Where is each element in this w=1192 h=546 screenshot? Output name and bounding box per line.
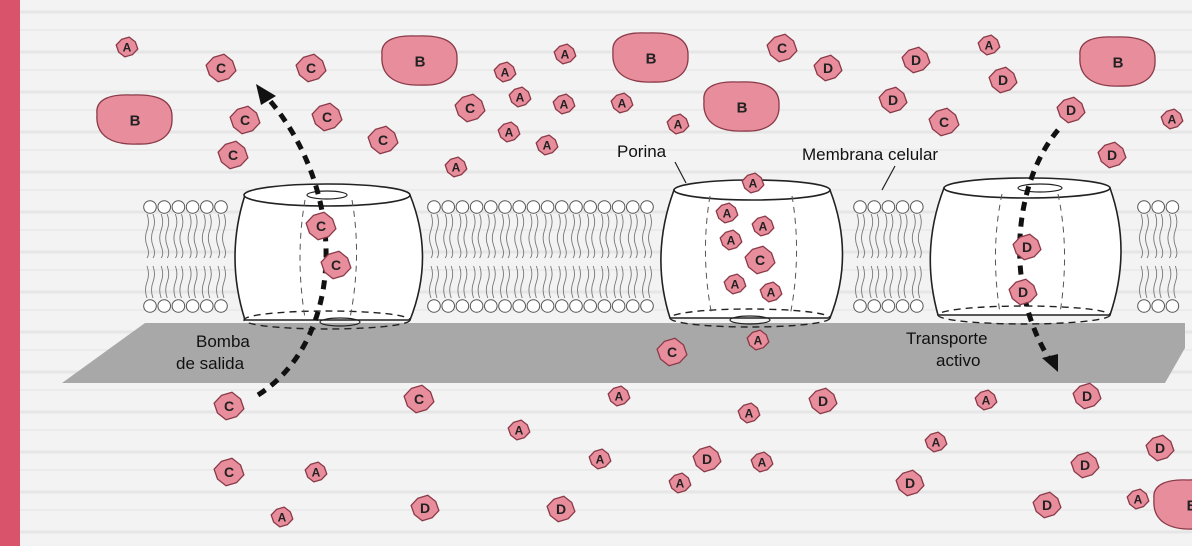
molecule-letter: A [123,40,132,54]
molecule-letter: C [331,257,341,273]
molecule-letter: B [1113,54,1124,71]
molecule-b: B [1080,37,1155,86]
molecule-letter: B [737,99,748,116]
molecule-letter: D [911,52,921,68]
molecule-letter: C [306,60,316,76]
molecule-letter: D [1155,440,1165,456]
molecule-letter: A [543,138,552,152]
molecule-letter: C [240,112,250,128]
molecule-letter: A [501,65,510,79]
molecule-letter: C [228,147,238,163]
molecule-letter: C [465,100,475,116]
porina-label: Porina [617,142,666,162]
bomba-label-line1: Bomba [196,332,250,352]
molecule-letter: C [777,40,787,56]
molecule-letter: D [1022,239,1032,255]
left-border-strip [0,0,20,546]
molecule-letter: A [1134,492,1143,506]
molecule-letter: D [1107,147,1117,163]
molecule-b: B [613,33,688,82]
molecule-letter: A [723,206,732,220]
molecule-letter: A [516,90,525,104]
molecule-letter: D [905,475,915,491]
molecule-letter: A [745,406,754,420]
molecule-letter: C [316,218,326,234]
molecule-letter: A [759,219,768,233]
molecule-letter: C [414,391,424,407]
molecule-letter: A [452,160,461,174]
molecule-letter: D [823,60,833,76]
molecule-letter: D [1042,497,1052,513]
molecule-letter: D [1082,388,1092,404]
molecule-letter: B [1187,497,1192,514]
molecule-letter: D [1018,284,1028,300]
molecule-letter: D [556,501,566,517]
molecule-letter: D [702,451,712,467]
molecule-letter: D [888,92,898,108]
molecule-letter: A [505,125,514,139]
molecule-letter: A [615,389,624,403]
molecule-letter: A [561,47,570,61]
transporte-label-line2: activo [936,351,980,371]
molecule-letter: A [596,452,605,466]
membrana-label: Membrana celular [802,145,938,165]
molecule-letter: C [755,252,765,268]
molecule-b: B [382,36,457,85]
bomba-label-line2: de salida [176,354,244,374]
molecule-letter: A [758,455,767,469]
molecule-letter: C [224,464,234,480]
molecule-letter: D [1080,457,1090,473]
molecule-letter: A [278,510,287,524]
molecule-letter: D [420,500,430,516]
molecule-letter: C [322,109,332,125]
molecule-letter: A [985,38,994,52]
molecule-letter: A [727,233,736,247]
molecule-letter: A [932,435,941,449]
molecule-letter: D [818,393,828,409]
molecule-letter: A [515,423,524,437]
molecule-letter: A [731,277,740,291]
molecule-letter: C [378,132,388,148]
molecule-letter: B [646,50,657,67]
molecule-letter: A [676,476,685,490]
molecule-b: B [97,95,172,144]
molecule-letter: A [982,393,991,407]
molecule-letter: B [130,112,141,129]
molecule-letter: A [560,97,569,111]
molecule-letter: C [939,114,949,130]
molecule-letter: D [998,72,1008,88]
molecule-letter: A [674,117,683,131]
molecule-letter: A [749,176,758,190]
molecule-b: B [704,82,779,131]
molecule-letter: A [767,285,776,299]
molecule-letter: C [667,344,677,360]
molecule-letter: A [1168,112,1177,126]
molecule-letter: C [224,398,234,414]
molecule-letter: B [415,53,426,70]
molecule-letter: A [754,333,763,347]
transporte-label-line1: Transporte [906,329,988,349]
molecule-letter: C [216,60,226,76]
molecule-letter: A [312,465,321,479]
molecule-letter: D [1066,102,1076,118]
molecule-letter: A [618,96,627,110]
